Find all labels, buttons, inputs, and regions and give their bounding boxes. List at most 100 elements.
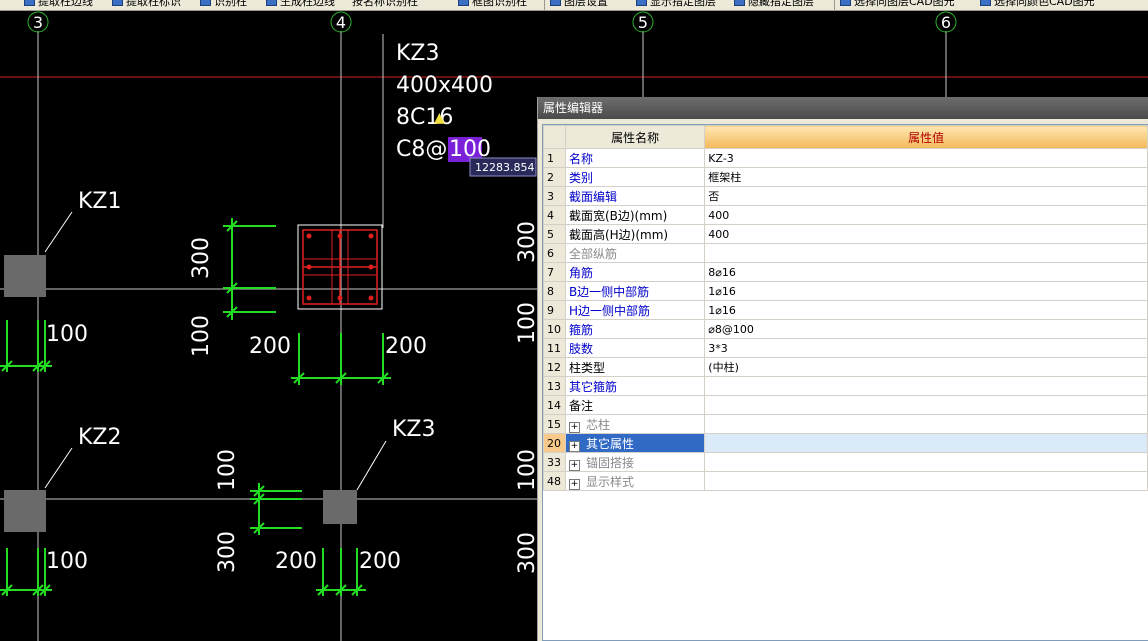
property-value[interactable]: 8⌀16 (704, 262, 1148, 282)
dim-text: 200 (359, 549, 401, 574)
property-name-header[interactable]: 属性名称 (564, 125, 706, 149)
expand-icon[interactable]: + (568, 440, 580, 452)
property-value[interactable]: 框架柱 (704, 167, 1148, 187)
toolbar-button[interactable]: 显示指定图层 (636, 0, 716, 9)
callout-name: KZ3 (396, 41, 440, 66)
toolbar-button[interactable]: 框图识别柱 (458, 0, 527, 9)
property-name: 其它属性 (585, 436, 634, 451)
property-value[interactable] (704, 471, 1148, 491)
column-kz1[interactable] (4, 255, 46, 297)
property-value[interactable] (704, 452, 1148, 472)
extract-icon (112, 0, 123, 6)
extract-icon (24, 0, 35, 6)
property-value[interactable]: KZ-3 (704, 148, 1148, 168)
row-number: 6 (543, 243, 566, 263)
property-value[interactable] (704, 433, 1148, 453)
coord-tooltip-box (469, 157, 537, 177)
property-value[interactable] (704, 414, 1148, 434)
table-row-group[interactable]: 33+锚固搭接 (543, 452, 1148, 472)
property-group[interactable]: +显示样式 (564, 471, 706, 491)
toolbar-button[interactable]: 选择同图层CAD图元 (840, 0, 955, 9)
expand-icon[interactable]: + (568, 421, 580, 433)
row-number: 5 (543, 224, 566, 244)
column-label-kz1[interactable]: KZ1 (78, 189, 122, 214)
kz1-leader (44, 211, 73, 253)
expand-icon[interactable]: + (568, 478, 580, 490)
property-name: H边一侧中部筋 (564, 300, 706, 320)
property-value[interactable]: 400 (704, 224, 1148, 244)
row-number: 3 (543, 186, 566, 206)
property-name: 全部纵筋 (564, 243, 706, 263)
expand-icon[interactable]: + (568, 459, 580, 471)
identify-icon (200, 0, 211, 6)
property-group[interactable]: +锚固搭接 (564, 452, 706, 472)
property-value[interactable]: 3*3 (704, 338, 1148, 358)
property-name: B边一侧中部筋 (564, 281, 706, 301)
column-section-detail[interactable] (297, 224, 383, 310)
property-editor-title[interactable]: 属性编辑器 (538, 97, 1148, 119)
dim-text: 100 (215, 449, 240, 491)
toolbar-button[interactable]: 按名称识别柱 (352, 0, 418, 8)
property-value[interactable]: (中柱) (704, 357, 1148, 377)
callout-stirrup-prefix: C8@ (396, 137, 447, 162)
kz3-leader (356, 440, 387, 491)
toolbar-button[interactable]: 提取柱标识 (112, 0, 181, 9)
property-name: 肢数 (564, 338, 706, 358)
axis-label-3: 3 (33, 13, 43, 32)
layer-icon (550, 0, 561, 6)
property-value[interactable]: 400 (704, 205, 1148, 225)
table-row-group[interactable]: 48+显示样式 (543, 471, 1148, 491)
toolbar-button[interactable]: 图层设置 (550, 0, 608, 9)
cad-toolbar: 提取柱边线 提取柱标识 识别柱 生成柱边线 按名称识别柱 框图识别柱 图层设置 … (0, 0, 1148, 11)
table-row-group[interactable]: 15+芯柱 (543, 414, 1148, 434)
property-group[interactable]: + 芯柱 (564, 414, 706, 434)
property-value[interactable]: 1⌀16 (704, 300, 1148, 320)
table-row-group[interactable]: 20+ 其它属性 (543, 433, 1148, 453)
dim-text: 100 (46, 549, 88, 574)
column-kz3[interactable] (323, 490, 357, 524)
column-kz2[interactable] (4, 490, 46, 532)
property-name: 芯柱 (585, 417, 610, 432)
row-number: 20 (543, 433, 566, 453)
column-label-kz2[interactable]: KZ2 (78, 425, 122, 450)
property-value-header[interactable]: 属性值 (704, 125, 1148, 149)
property-value[interactable]: 1⌀16 (704, 281, 1148, 301)
property-value[interactable]: ⌀8@100 (704, 319, 1148, 339)
toolbar-button[interactable]: 识别柱 (200, 0, 247, 9)
property-value[interactable] (704, 243, 1148, 263)
cursor-marker-icon: ▲ (434, 110, 445, 126)
select-layer-icon (840, 0, 851, 6)
property-value[interactable]: 否 (704, 186, 1148, 206)
property-name: 截面宽(B边)(mm) (564, 205, 706, 225)
coord-tooltip: 12283.854 (475, 161, 535, 174)
toolbar-button[interactable]: 生成柱边线 (266, 0, 335, 9)
toolbar-button[interactable]: 隐藏指定图层 (734, 0, 814, 9)
row-number: 7 (543, 262, 566, 282)
toolbar-button[interactable]: 选择同颜色CAD图元 (980, 0, 1095, 9)
toolbar-button[interactable]: 提取柱边线 (24, 0, 93, 9)
row-number: 13 (543, 376, 566, 396)
kz2-leader (44, 447, 73, 489)
column-label-kz3[interactable]: KZ3 (392, 417, 436, 442)
select-color-icon (980, 0, 991, 6)
property-value[interactable] (704, 395, 1148, 415)
property-name: 截面高(H边)(mm) (564, 224, 706, 244)
property-value[interactable] (704, 376, 1148, 396)
property-group[interactable]: + 其它属性 (564, 433, 706, 453)
